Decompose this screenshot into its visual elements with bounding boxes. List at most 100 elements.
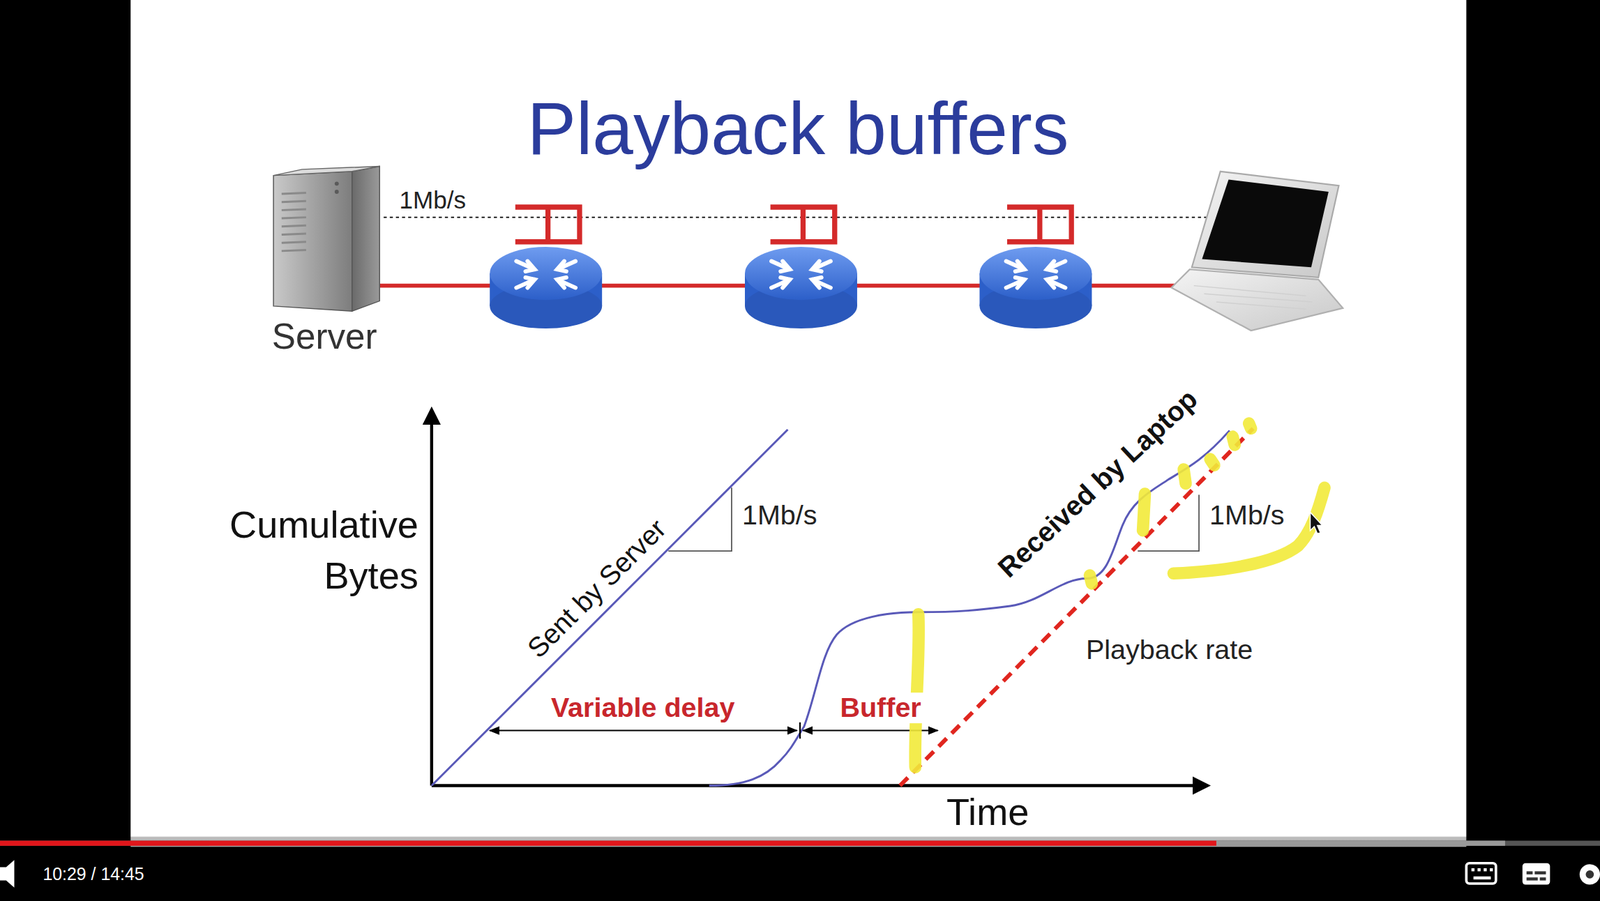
- router-icon: [1006, 277, 1025, 289]
- laptop-icon: [1191, 171, 1340, 278]
- server-icon: [281, 193, 307, 194]
- server-icon: [281, 209, 307, 210]
- slope-label: 1Mb/s: [742, 500, 818, 531]
- dimension-label: Variable delay: [551, 692, 736, 724]
- axis-title: Cumulative Bytes: [193, 500, 419, 602]
- laptop-icon: [1171, 171, 1344, 331]
- router-icon: [557, 277, 576, 289]
- router-icon: [557, 261, 576, 273]
- queue-buffer-symbol: [545, 207, 551, 243]
- graph-axes: [430, 410, 434, 786]
- router-icon: [516, 261, 576, 289]
- dashed-flow-arrow: [383, 216, 1230, 219]
- queue-buffer-symbol: [1037, 207, 1043, 243]
- video-player-bar: [1526, 871, 1547, 881]
- server-icon: [334, 181, 339, 186]
- sent-by-server-line: [668, 487, 732, 552]
- sent-by-server-line: [431, 429, 789, 787]
- delay-dimension-arrows: [489, 722, 938, 739]
- server-icon: [334, 189, 339, 194]
- queue-buffer-symbol: [770, 207, 835, 243]
- delay-dimension-arrows: [799, 722, 801, 739]
- router-icon: [771, 261, 831, 289]
- mouse-cursor: [1310, 511, 1324, 534]
- video-player-bar: [1586, 870, 1595, 879]
- router-icon: [1046, 261, 1066, 273]
- router-icon: [516, 277, 535, 289]
- router-icon: [1006, 261, 1025, 273]
- router-icon: [979, 246, 1092, 300]
- graph-axes: [431, 410, 1208, 786]
- video-player-bar: [1540, 877, 1547, 881]
- video-player-bar: [0, 841, 1217, 847]
- router-icon: [979, 246, 1092, 329]
- received-by-laptop-curve: [709, 430, 1230, 786]
- server-icon: [281, 242, 307, 243]
- queue-buffer-symbol: [515, 207, 580, 243]
- video-player-bar: [1473, 876, 1492, 880]
- server-icon: [281, 193, 307, 252]
- graph-axes: [431, 783, 1208, 787]
- router-icon: [812, 261, 831, 273]
- video-player-bar: [1471, 868, 1494, 880]
- router-icon: [516, 261, 535, 273]
- video-player-bar: [1579, 864, 1600, 885]
- yellow-highlight-annotation: [1089, 575, 1092, 584]
- slide-ground: [130, 0, 1467, 847]
- server-icon: [281, 249, 307, 251]
- dashed-flow-arrow: [383, 216, 1230, 218]
- yellow-highlight-annotation: [915, 614, 919, 768]
- slide-title: Playback buffers: [527, 87, 1070, 171]
- video-player-bar: [1483, 868, 1487, 872]
- router-icon: [771, 261, 790, 273]
- laptop-icon: [1201, 179, 1328, 268]
- server-icon: [281, 200, 307, 202]
- mouse-cursor: [1310, 511, 1324, 534]
- router-icon: [1046, 277, 1066, 289]
- video-player-bar: [0, 836, 1600, 901]
- dimension-label: Buffer: [837, 692, 923, 724]
- line-label: Playback rate: [1085, 634, 1253, 666]
- server-icon: [352, 165, 381, 312]
- queue-buffer-symbol: [800, 207, 806, 243]
- queue-buffer-symbol: [770, 207, 835, 243]
- server-icon: [281, 233, 307, 235]
- video-player-bar: [1526, 871, 1534, 874]
- router-icon: [744, 246, 858, 300]
- laptop-icon: [1171, 269, 1344, 331]
- server-icon: [281, 225, 307, 226]
- video-player-bar: [1477, 868, 1481, 872]
- queue-buffer-symbol: [1007, 207, 1072, 243]
- yellow-highlight-annotation: [1232, 436, 1235, 445]
- delay-dimension-arrows: [489, 729, 797, 731]
- video-player-bar: [0, 841, 1600, 847]
- video-player-bar: [1489, 868, 1493, 872]
- server-icon: [273, 165, 380, 176]
- video-player-bar: [0, 859, 14, 888]
- video-player-bar: [1466, 863, 1496, 884]
- router-icon: [489, 246, 602, 329]
- yellow-highlight-annotation: [1249, 423, 1252, 429]
- axis-title: Time: [946, 790, 1029, 834]
- video-player-bar: [1526, 877, 1538, 881]
- server-icon: [281, 217, 307, 219]
- yellow-highlight-annotation: [1173, 487, 1325, 574]
- queue-buffer-symbol: [515, 207, 580, 243]
- router-icon: [771, 277, 790, 289]
- yellow-highlight-annotation: [1143, 493, 1146, 531]
- queue-buffer-symbol: [1007, 207, 1072, 243]
- router-icon: [489, 246, 602, 300]
- slope-label: 1Mb/s: [1209, 500, 1285, 531]
- laptop-icon: [1203, 293, 1312, 303]
- sent-by-server-line: [431, 429, 789, 787]
- video-timestamp: 10:29 / 14:45: [42, 864, 144, 885]
- received-by-laptop-curve: [709, 430, 1230, 786]
- laptop-icon: [1194, 285, 1313, 310]
- video-player-bar: [0, 836, 1600, 901]
- router-icon: [744, 246, 858, 329]
- video-player-bar: [1522, 863, 1551, 886]
- server-icon: [273, 165, 380, 312]
- router-icon: [812, 277, 831, 289]
